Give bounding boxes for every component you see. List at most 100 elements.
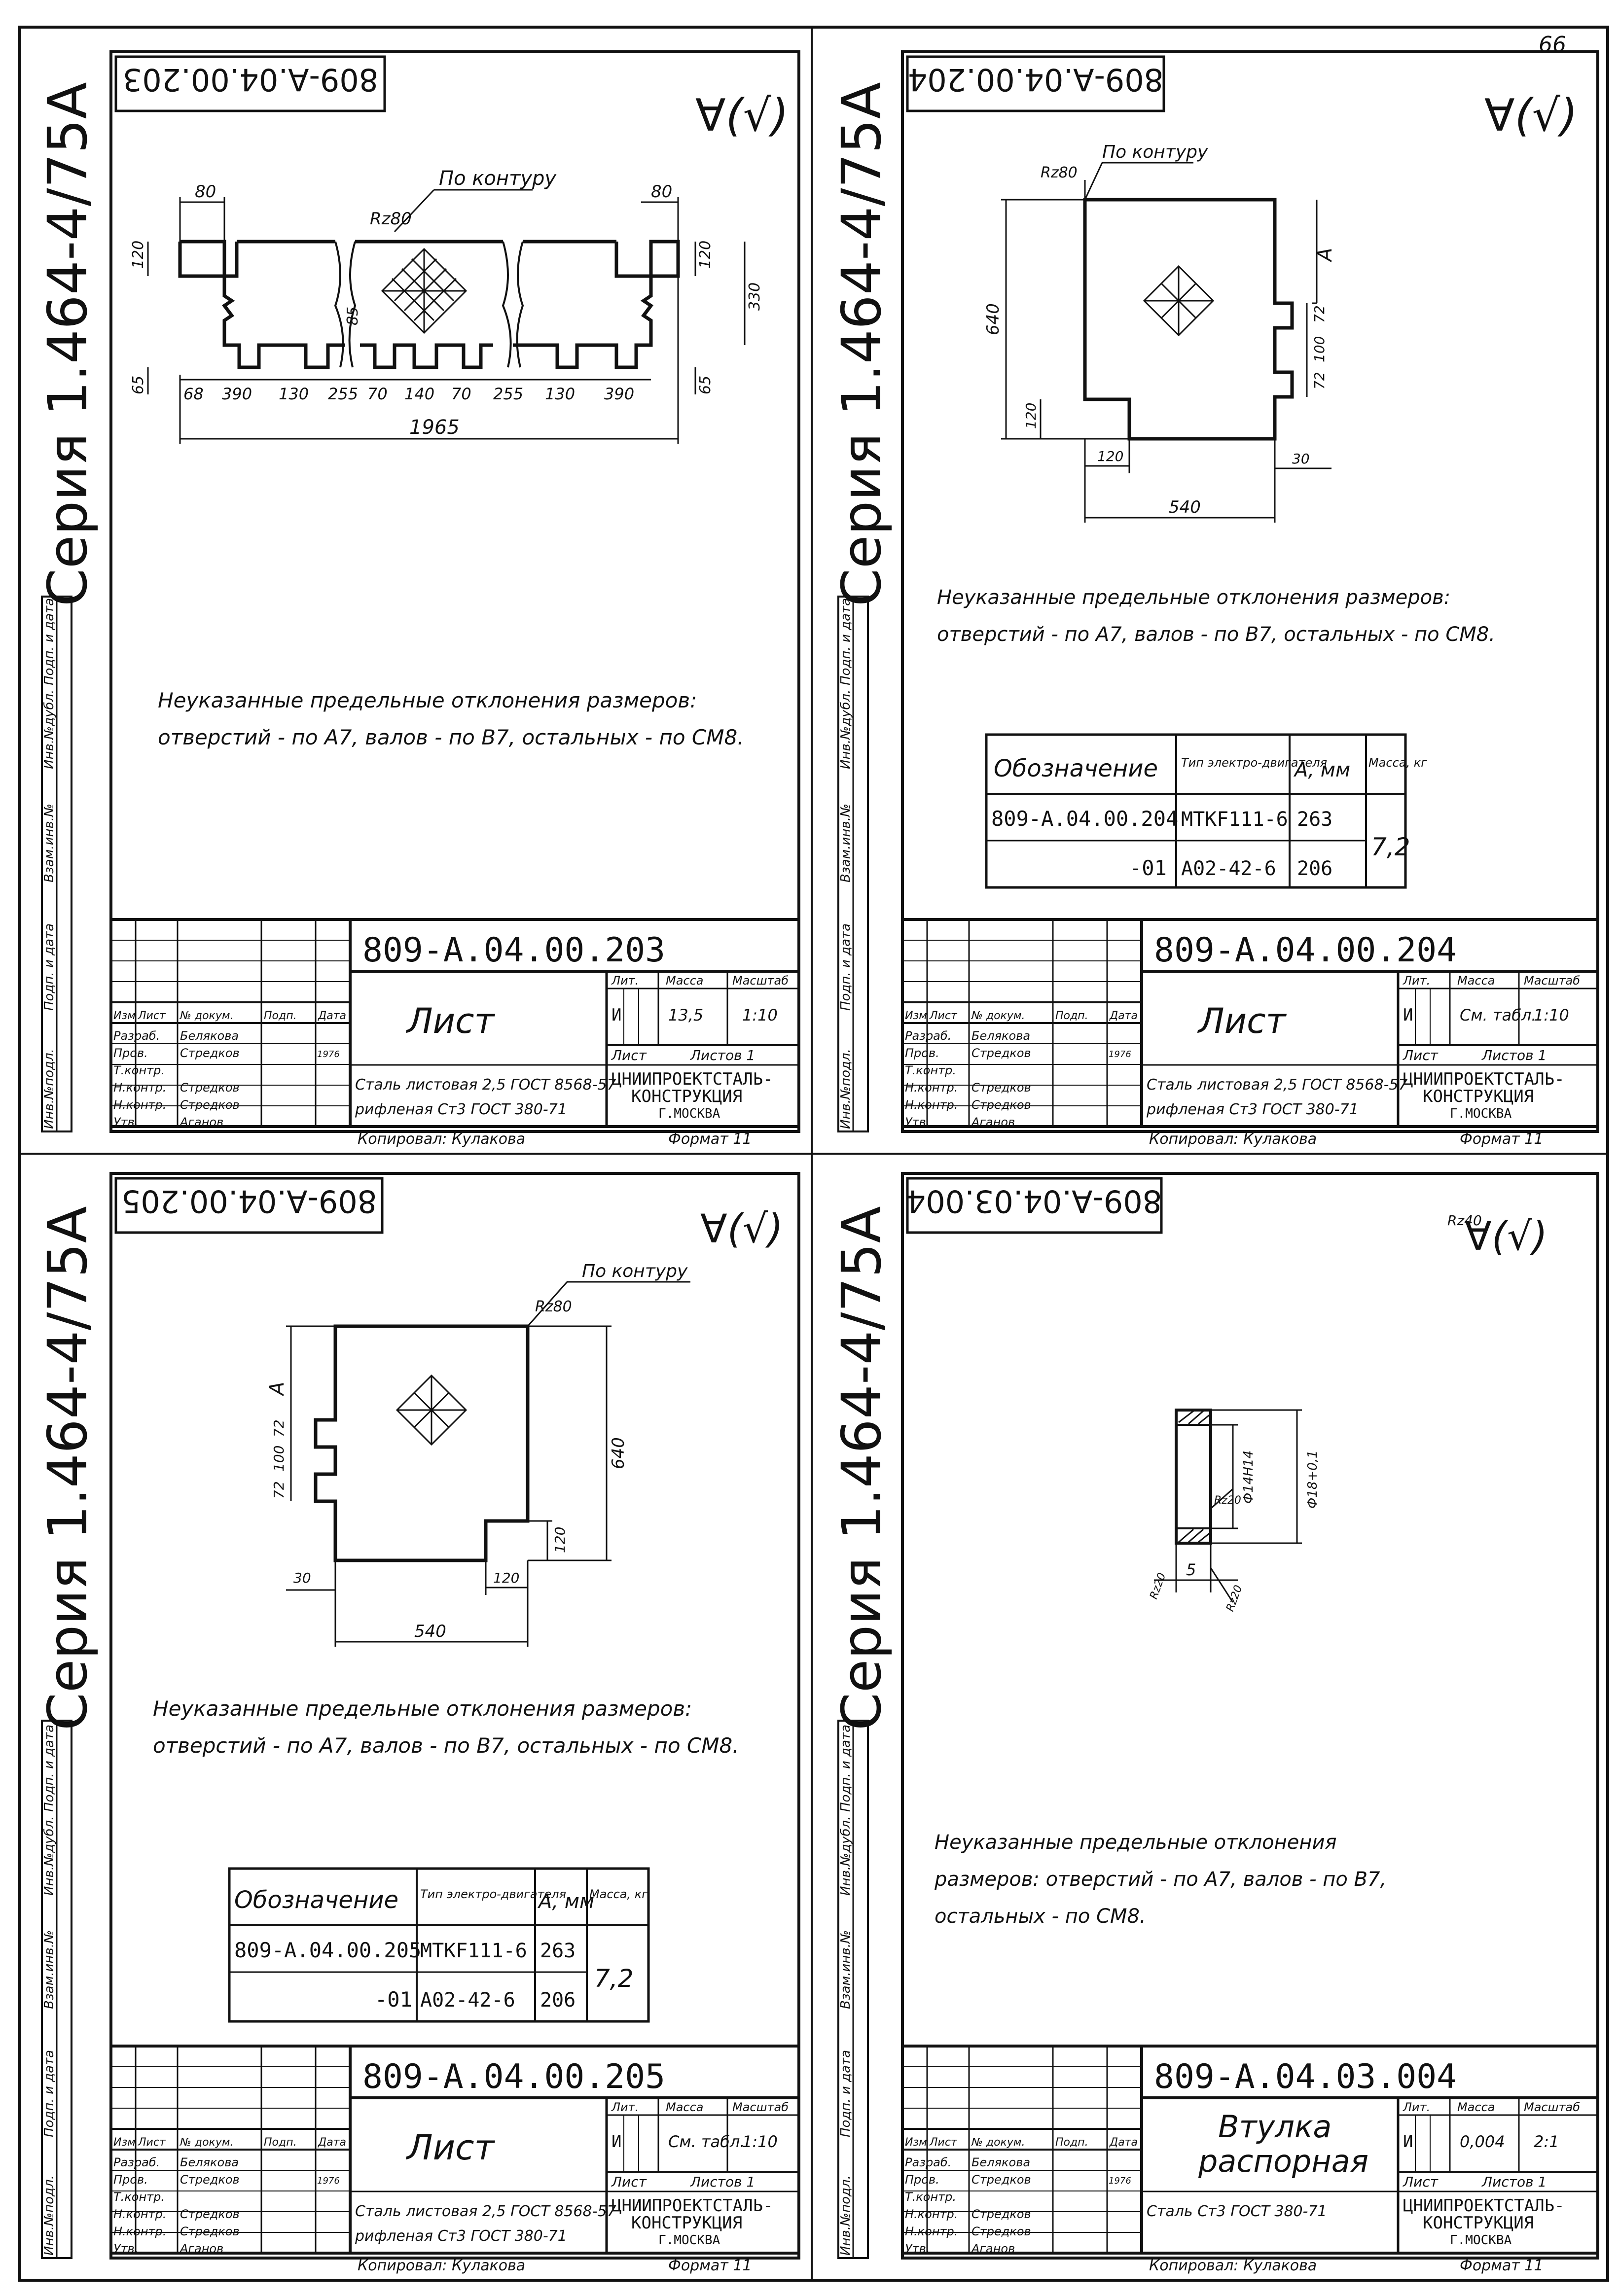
stamp-name: Стредков: [180, 1081, 240, 1095]
stamp-role: Пров.: [905, 1046, 939, 1060]
stamp-format: Формат 11: [668, 1130, 752, 1148]
stamp-scale-label: Масштаб: [1524, 974, 1580, 988]
stamp-mass-label: Масса: [666, 974, 704, 988]
table-cell: 206: [540, 1989, 576, 2012]
notes-line1-204: Неуказанные предельные отклонения размер…: [937, 586, 1450, 609]
table-cell: А02-42-6: [420, 1989, 515, 2012]
stamp-header: Дата: [318, 2136, 346, 2149]
stamp-role: Утв.: [905, 2242, 930, 2256]
stamp-name: Белякова: [971, 1029, 1030, 1043]
notes-line1-203: Неуказанные предельные отклонения размер…: [158, 688, 697, 712]
stamp-name: Белякова: [180, 2155, 239, 2169]
stamp-org: ЦНИИПРОЕКТСТАЛЬ-: [1403, 2196, 1565, 2216]
stamp-role: Н.контр.: [113, 2207, 166, 2221]
roughness-rz-203: Rz80: [370, 209, 412, 229]
side-stamp-inv: Инв.№подл.: [838, 1049, 853, 1129]
side-stamp-sign2: Подп. и дата: [838, 598, 853, 685]
stamp-format: Формат 11: [668, 2257, 752, 2274]
stamp-material: Сталь Ст3 ГОСТ 380-71: [1147, 2203, 1327, 2220]
stamp-role: Н.контр.: [113, 1081, 166, 1095]
dim-rz-left: Rz20: [1148, 1571, 1168, 1601]
table-header-a: А, мм: [1293, 759, 1350, 781]
stamp-scale: 1:10: [1534, 1006, 1569, 1024]
table-cell: 206: [1297, 857, 1332, 880]
stamp-header: Подп.: [1055, 2136, 1088, 2149]
knurl-pattern-203: [381, 247, 468, 334]
stamp-material: Сталь листовая 2,5 ГОСТ 8568-57: [355, 2203, 616, 2220]
sheet-code: 809-А.04.03.004: [1154, 2057, 1457, 2096]
dim-total-203: 1965: [409, 416, 460, 439]
stamp-copied: Копировал: Кулакова: [358, 2257, 525, 2274]
stamp-scale-label: Масштаб: [1524, 2100, 1580, 2114]
dim-chain-203: 68 390 130 255 70 140 70 255 130 390: [183, 385, 634, 403]
side-stamp-replace: Взам.инв.№: [838, 1930, 853, 2009]
table-cell: 7,2: [594, 1964, 634, 1993]
side-stamp-inv: Инв.№подл.: [42, 1049, 57, 1129]
series-label: Серия 1.464-4/75А: [830, 82, 893, 606]
stamp-org: КОНСТРУКЦИЯ: [631, 2213, 742, 2233]
stamp-header: № докум.: [971, 1010, 1025, 1022]
stamp-name: Стредков: [971, 1046, 1031, 1060]
table-header-designation: Обозначение: [234, 1886, 398, 1914]
stamp-org: Г.МОСКВА: [1450, 1106, 1512, 1121]
svg-text:70: 70: [451, 385, 471, 403]
stamp-material: Сталь листовая 2,5 ГОСТ 8568-57: [1147, 1076, 1408, 1094]
side-stamp-inv: Инв.№подл.: [838, 2175, 853, 2256]
table-header-motor: Тип электро-двигателя: [1181, 756, 1327, 770]
stamp-role: Т.контр.: [905, 1063, 956, 1077]
svg-text:70: 70: [367, 385, 388, 403]
svg-text:390: 390: [604, 385, 634, 403]
dim-notch-w: 120: [493, 1570, 519, 1586]
stamp-sheets-label: Листов 1: [1481, 1047, 1547, 1063]
stamp-org: ЦНИИПРОЕКТСТАЛЬ-: [612, 1069, 773, 1089]
stamp-code-box: [114, 55, 386, 112]
table-cell: 809-А.04.00.205: [234, 1938, 421, 1962]
table-cell: 809-А.04.00.204: [991, 807, 1178, 831]
stamp-header: Дата: [1109, 2136, 1138, 2149]
svg-text:130: 130: [279, 385, 309, 403]
dimension-lines-205: [286, 1325, 612, 1647]
stamp-copied: Копировал: Кулакова: [1149, 1130, 1317, 1148]
roughness-symbol: ∀(√): [700, 1206, 783, 1252]
svg-text:140: 140: [404, 385, 434, 403]
stamp-org: ЦНИИПРОЕКТСТАЛЬ-: [1403, 1069, 1565, 1089]
sheet-204: 809-А.04.00.204 Серия 1.464-4/75А Инв.№п…: [830, 50, 1599, 1133]
dim-height: 640: [609, 1437, 628, 1469]
stamp-header: Изм: [113, 1010, 136, 1022]
stamp-lit: И: [1403, 2132, 1413, 2152]
stamp-org: Г.МОСКВА: [1450, 2233, 1512, 2248]
dim-notch-w: 120: [1097, 448, 1123, 464]
side-stamp-replace: Взам.инв.№: [42, 1930, 57, 2009]
side-stamp-sign: Подп. и дата: [838, 2050, 853, 2137]
stamp-lit-label: Лит.: [1403, 974, 1430, 988]
stamp-role: Н.контр.: [905, 2225, 958, 2238]
side-stamp-dup: Инв.№дубл.: [838, 690, 853, 769]
series-label: Серия 1.464-4/75А: [830, 1206, 893, 1731]
stamp-lit-label: Лит.: [611, 2100, 639, 2114]
sheet-title: Лист: [405, 1001, 496, 1041]
stamp-header: Подп.: [264, 1010, 297, 1022]
series-label: Серия 1.464-4/75А: [36, 82, 99, 606]
stamp-role: Разраб.: [113, 1029, 160, 1043]
table-cell: МТКF111-6: [420, 1940, 527, 1962]
stamp-copied: Копировал: Кулакова: [1149, 2257, 1317, 2274]
dim-a: А: [266, 1382, 288, 1397]
stamp-header: № докум.: [971, 2136, 1025, 2149]
page-number: 66: [1539, 32, 1566, 57]
sheet-title: распорная: [1198, 2143, 1368, 2179]
knurl-pattern-204: [1143, 265, 1215, 337]
dim-tab-depth: 30: [293, 1570, 311, 1586]
svg-text:255: 255: [328, 385, 358, 403]
stamp-role: Т.контр.: [113, 1063, 165, 1077]
notes-line2-203: отверстий - по А7, валов - по В7, осталь…: [158, 725, 744, 749]
side-stamp-dup: Инв.№дубл.: [42, 690, 57, 769]
stamp-role: Пров.: [113, 1046, 148, 1060]
stamp-name: Аганов: [971, 2242, 1015, 2256]
table-cell: 7,2: [1371, 833, 1410, 861]
dim-tab-depth: 30: [1292, 451, 1310, 467]
table-header-motor: Тип электро-двигателя: [420, 1887, 566, 1901]
